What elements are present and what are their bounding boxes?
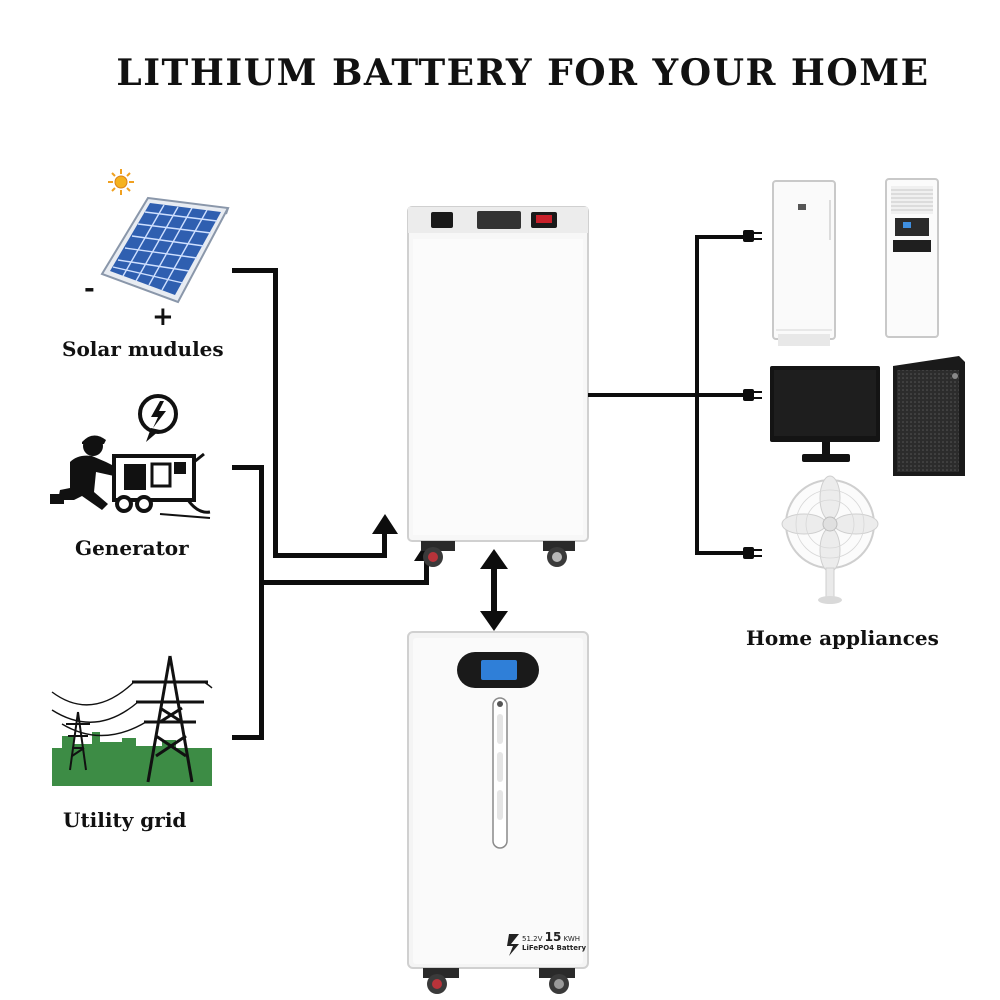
air-conditioner-icon: [885, 178, 939, 338]
grid-wire-h1: [232, 735, 264, 740]
solar-minus-sign: -: [84, 274, 95, 304]
solar-plus-sign: +: [152, 302, 174, 332]
generator-wire-h1: [232, 465, 264, 470]
output-wire-h: [588, 393, 746, 397]
lower-battery-unit: [407, 631, 589, 994]
solar-wire-up: [382, 530, 387, 558]
generator-label: Generator: [75, 536, 189, 560]
battery-voltage: 51.2V: [522, 935, 543, 943]
bidirectional-arrow-icon: [480, 549, 508, 631]
battery-chemistry: LiFePO4 Battery: [522, 944, 587, 952]
battery-spec-badge: 51.2V 15 KWH LiFePO4 Battery: [522, 930, 587, 953]
solar-wire-h1: [232, 268, 278, 273]
merged-wire-h: [259, 580, 429, 585]
generator-wire-v: [259, 465, 264, 740]
output-wire-top: [695, 235, 745, 239]
refrigerator-icon: [772, 180, 836, 346]
plug-icon: [743, 230, 762, 242]
wheel: [421, 541, 455, 567]
subwoofer-icon: [893, 356, 965, 476]
output-wire-bottom: [695, 551, 745, 555]
solar-panel-icon: [100, 196, 230, 304]
power-tower-icon: [51, 655, 213, 786]
solar-wire-h2: [273, 553, 387, 558]
monitor-icon: [770, 366, 880, 462]
generator-icon: [50, 394, 211, 519]
utility-grid-label: Utility grid: [63, 808, 187, 832]
lightning-bolt-icon: [138, 394, 178, 442]
plug-icon: [743, 547, 762, 559]
fan-icon: [781, 475, 879, 604]
sun-icon: [108, 169, 134, 195]
output-bus-v: [695, 235, 699, 555]
home-appliances-label: Home appliances: [746, 626, 939, 650]
wheel: [543, 541, 575, 567]
plug-icon: [743, 389, 762, 401]
battery-capacity: 15: [544, 930, 562, 944]
page-title: LITHIUM BATTERY FOR YOUR HOME: [116, 52, 930, 94]
solar-arrow-icon: [372, 514, 398, 534]
solar-wire-v: [273, 268, 278, 558]
upper-battery-unit: [407, 206, 589, 567]
battery-unit: KWH: [563, 935, 581, 943]
merged-wire-up: [424, 558, 429, 585]
solar-modules-label: Solar mudules: [62, 337, 224, 361]
